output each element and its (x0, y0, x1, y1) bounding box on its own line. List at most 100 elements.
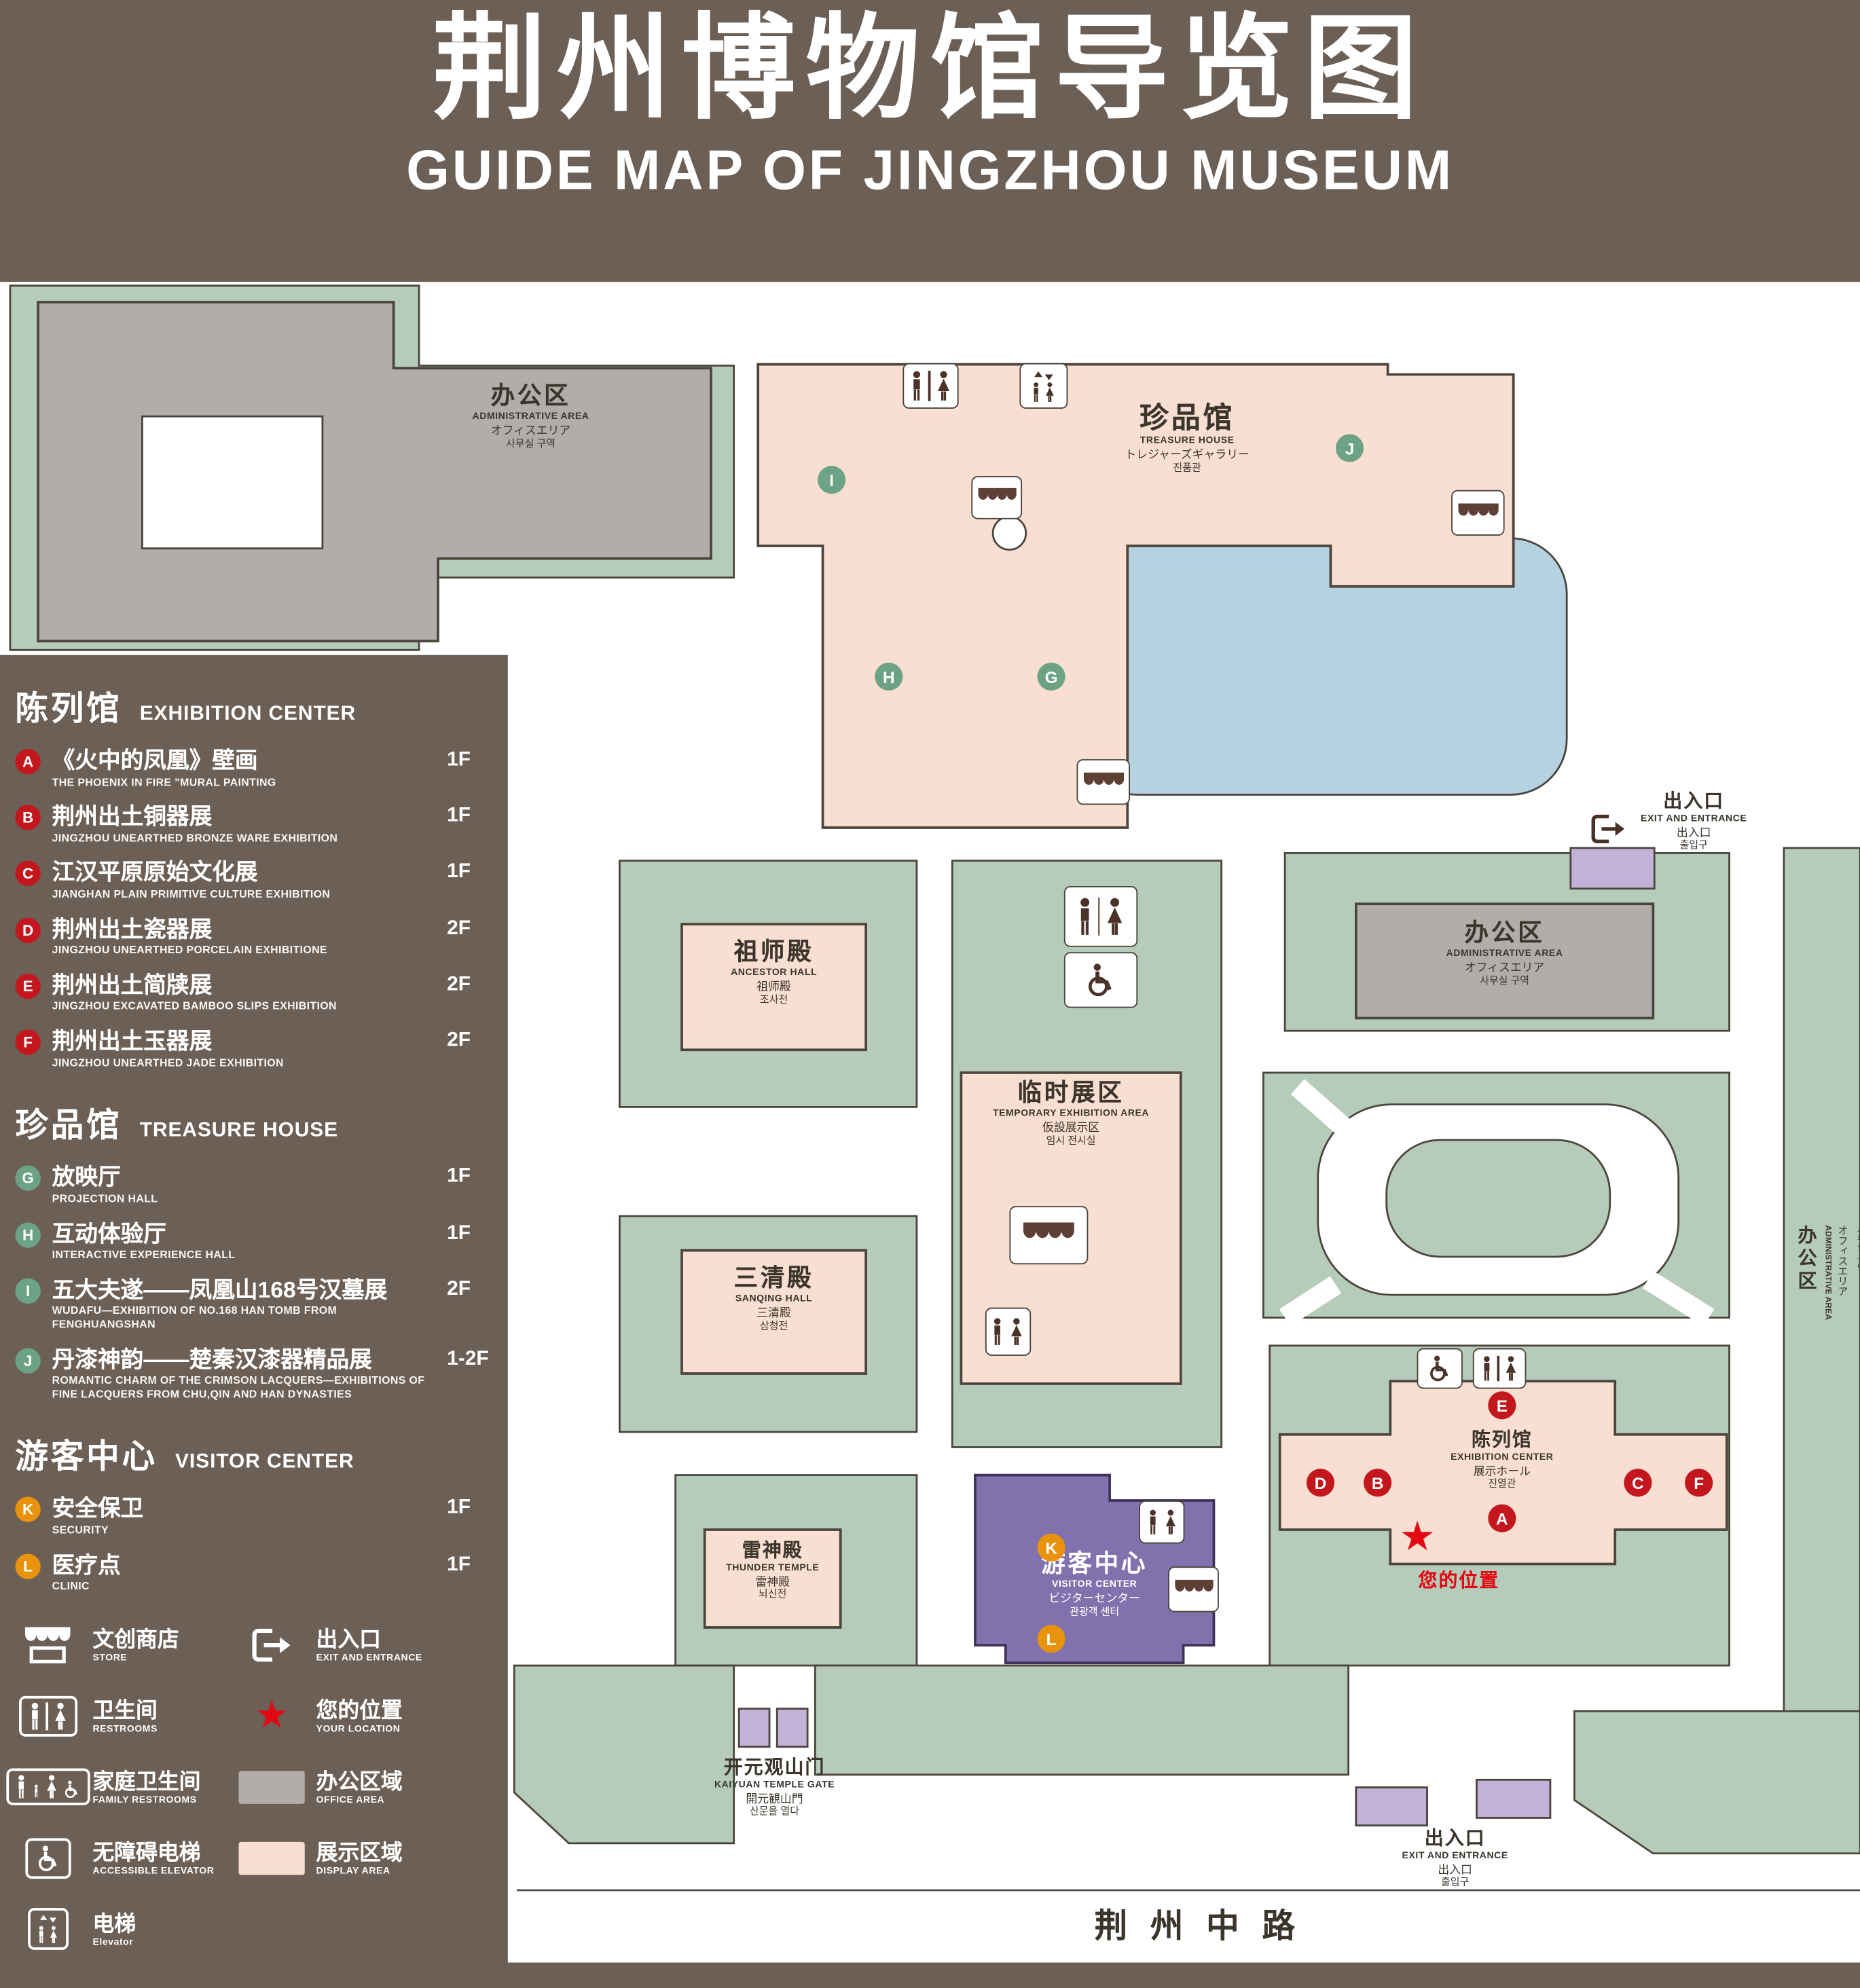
legend-item-zh: 互动体验厅 (52, 1220, 166, 1247)
gate-tower-right (776, 1708, 809, 1748)
legend-item-zh: 放映厅 (52, 1164, 121, 1190)
exit-icon (1590, 813, 1626, 852)
legend-item-floor: 2F (447, 1029, 471, 1052)
legend-marker-badge: C (15, 861, 41, 887)
label-en: EXIT AND ENTRANCE (1402, 1849, 1508, 1861)
legend-item-en: WUDAFU—EXHIBITION OF NO.168 HAN TOMB FRO… (52, 1304, 338, 1331)
entrance-east (1569, 847, 1656, 890)
label-en: ADMINISTRATIVE AREA (1446, 947, 1563, 959)
building-ancestor-hall (680, 923, 868, 1052)
legend-symbol-zh: 电梯 (92, 1911, 136, 1936)
map-label-treasure-house: 珍品馆 TREASURE HOUSE トレジャーズギャラリー 진품관 (1060, 401, 1314, 474)
label-en: TEMPORARY EXHIBITION AREA (993, 1107, 1150, 1119)
marker-k: K (1037, 1533, 1065, 1562)
map-label-kaiyuan-gate: 开元观山门 KAIYUAN TEMPLE GATE 開元観山門 산문을 열다 (679, 1757, 869, 1818)
building-treasure-house (756, 363, 1515, 829)
legend-header-en: TREASURE HOUSE (139, 1120, 339, 1142)
marker-g: G (1037, 662, 1065, 691)
legend-item-zh: 医疗点 (52, 1552, 121, 1578)
elevator-icon (1019, 363, 1068, 409)
road-label: 荆州中路 (1094, 1907, 1318, 1945)
location-icon: ★ (239, 1697, 305, 1735)
accessible-elevator-icon (1417, 1348, 1463, 1389)
label-en: EXHIBITION CENTER (1451, 1450, 1554, 1462)
legend-item-floor: 2F (447, 1278, 471, 1300)
your-location-label: 您的位置 (1418, 1570, 1500, 1592)
legend-item-floor: 1-2F (447, 1347, 489, 1369)
legend-symbol-en: STORE (92, 1651, 128, 1663)
label-en: TREASURE HOUSE (1139, 434, 1235, 446)
grounds-south-east (1573, 1710, 1860, 1855)
label-ko: 조사전 (759, 993, 788, 1006)
legend-marker-badge: A (15, 749, 41, 775)
legend-marker-badge: G (15, 1165, 41, 1192)
label-ko: 삼청전 (759, 1320, 788, 1332)
restroom-icon (902, 363, 959, 409)
legend-symbol-en: EXIT AND ENTRANCE (316, 1651, 422, 1663)
label-ko: 사무실 구역 (506, 437, 556, 449)
label-ja: 展示ホール (1473, 1464, 1531, 1477)
legend-symbol-zh: 文创商店 (92, 1627, 179, 1651)
label-zh: 陈列馆 (1471, 1429, 1533, 1452)
legend-item-en: JINGZHOU UNEARTHED PORCELAIN EXHIBITIONE (52, 943, 327, 957)
label-zh: 办公区 (1464, 920, 1545, 947)
elevator-icon (15, 1908, 81, 1951)
grounds-south-middle (814, 1664, 1350, 1776)
legend-item-zh: 荆州出土玉器展 (52, 1028, 213, 1054)
display-swatch (238, 1841, 305, 1875)
entrance-south-left (1355, 1786, 1428, 1827)
store-icon (1168, 1566, 1219, 1613)
legend-symbol-en: YOUR LOCATION (316, 1723, 401, 1735)
label-zh: 办公区 (490, 383, 571, 410)
label-ja: オフィスエリア (490, 424, 571, 437)
map-label-thunder-temple: 雷神殿 THUNDER TEMPLE 雷神殿 뇌신전 (705, 1540, 841, 1600)
map-label-exhibition-center: 陈列馆 EXHIBITION CENTER 展示ホール 진열관 (1400, 1429, 1603, 1490)
legend-symbol-en: RESTROOMS (92, 1723, 158, 1735)
family-restroom-icon (6, 1769, 90, 1806)
legend-symbol-en: Elevator (92, 1936, 134, 1948)
building-admin-nw (37, 301, 712, 643)
restroom-icon (1472, 1348, 1527, 1389)
map-label-admin-far-east: 办公区 ADMINISTRATIVE AREA オフィスエリア 사무실 구역 (1793, 1225, 1860, 1320)
marker-a: A (1488, 1504, 1516, 1532)
legend-item-zh: 《火中的凤凰》壁画 (52, 748, 258, 773)
label-en: ADMINISTRATIVE AREA (1823, 1225, 1832, 1321)
map-label-admin-east: 办公区 ADMINISTRATIVE AREA オフィスエリア 사무실 구역 (1378, 921, 1632, 987)
restroom-icon (1063, 886, 1138, 947)
label-en: THUNDER TEMPLE (726, 1561, 820, 1572)
legend-item-floor: 1F (447, 1497, 471, 1519)
store-icon (1009, 1206, 1089, 1265)
accessible-restroom-icon (1063, 952, 1138, 1008)
legend-item-floor: 1F (447, 749, 471, 771)
garden-paths (1279, 1079, 1715, 1327)
label-ko: 출입구 (1441, 1876, 1470, 1888)
legend-marker-badge: B (15, 805, 41, 831)
legend-marker-badge: D (15, 917, 41, 943)
map-label-sanqing-hall: 三清殿 SANQING HALL 三清殿 삼청전 (682, 1266, 866, 1332)
family-restroom-icon (6, 1769, 90, 1806)
legend-item-zh: 五大夫遂——凤凰山168号汉墓展 (52, 1276, 388, 1302)
label-ko: 뇌신전 (759, 1588, 787, 1600)
map-label-exit-east: 出入口 EXIT AND ENTRANCE 出入口 출입구 (1633, 791, 1754, 851)
legend-marker-badge: E (15, 973, 41, 999)
legend-item-en: CLINIC (52, 1579, 90, 1593)
legend-symbol-zh: 办公区域 (316, 1769, 403, 1794)
header: 荆州博物馆导览图 GUIDE MAP OF JINGZHOU MUSEUM (0, 0, 1860, 202)
marker-f: F (1685, 1469, 1713, 1497)
legend-symbol-en: FAMILY RESTROOMS (92, 1794, 197, 1805)
